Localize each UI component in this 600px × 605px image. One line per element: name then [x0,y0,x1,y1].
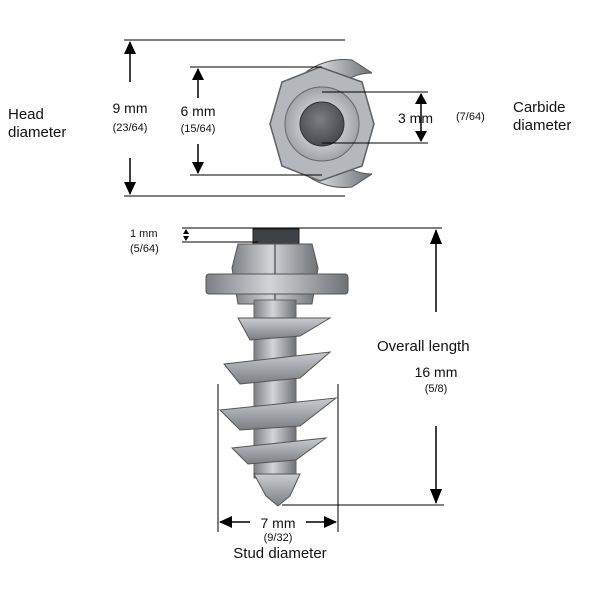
hex-mm-value: 6 mm [180,103,216,119]
length-arrow-bottom [430,489,442,504]
protrusion-arrow-bottom [183,236,189,241]
length-arrow-top [430,229,442,244]
head-arrow-bottom [124,182,136,195]
carbide-pin [299,101,345,147]
thread-3 [218,397,338,431]
stud-point [253,473,301,507]
flange-side [205,273,349,295]
carbide-arrow-top [415,93,427,104]
carbide-tip [252,228,300,246]
flange-notch-top [372,63,392,77]
stud-arrow-right [324,516,337,528]
carbide-diameter-label-line1: Carbide [513,99,566,116]
head-diameter-label: Head diameter [8,106,72,142]
carbide-inch-value: (7/64) [456,111,485,123]
stud-top-view [269,59,392,188]
length-mm-value: 16 mm [414,364,458,380]
flange-notch-bottom [372,168,392,182]
thread-2 [223,351,332,385]
head-diameter-label-line2: diameter [8,124,67,141]
stud-mm-value: 7 mm [260,515,296,531]
dimension-lines [124,39,444,532]
head-inch-value: (23/64) [112,122,148,134]
protrusion-arrow-top [183,229,189,234]
stud-inch-value: (9/32) [263,532,293,544]
head-diameter-label-line1: Head [8,106,44,123]
head-arrow-top [124,41,136,54]
hex-arrow-bottom [192,162,204,174]
thread-4 [230,437,328,465]
length-inch-value: (5/8) [424,383,448,395]
stud-side-view [205,228,349,507]
hex-inch-value: (15/64) [180,123,216,135]
thread-1 [237,317,332,341]
stud-arrow-left [219,516,232,528]
head-mm-value: 9 mm [112,100,148,116]
carbide-diameter-label: Carbide diameter [513,99,571,135]
protrusion-inch-value: (5/64) [130,243,159,255]
carbide-mm-value: 3 mm [398,110,433,126]
carbide-arrow-bottom [415,131,427,142]
stud-diameter-label: Stud diameter [233,545,327,562]
overall-length-label: Overall length [377,338,470,355]
hex-arrow-top [192,68,204,80]
carbide-diameter-label-line2: diameter [513,117,572,134]
protrusion-mm-value: 1 mm [130,228,158,240]
